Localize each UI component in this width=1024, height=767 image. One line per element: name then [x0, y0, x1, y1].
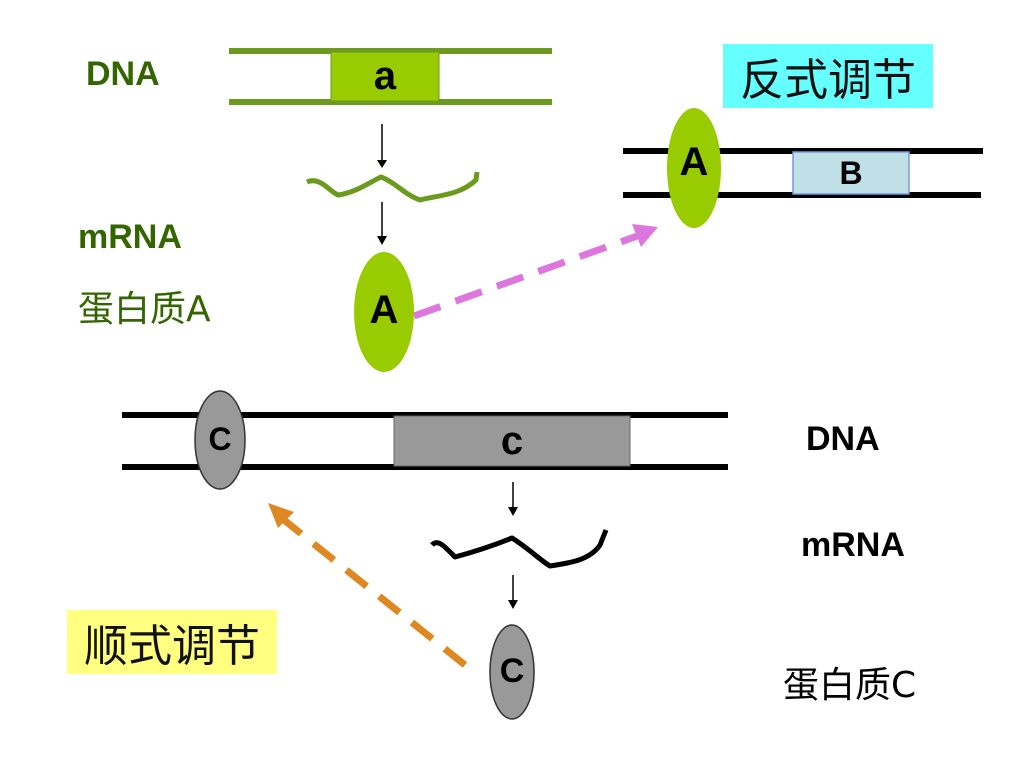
protein-a-label: 蛋白质A — [78, 280, 211, 332]
mrna-a-strand — [305, 171, 480, 203]
transcription-arrowhead-c — [508, 507, 518, 516]
reverse-regulation-arrowhead — [632, 224, 658, 247]
protein-a-label-text: 蛋白质A — [78, 289, 211, 330]
forward-regulation-arrowhead — [268, 503, 294, 528]
gene-c-box — [393, 415, 631, 467]
upper-mrna-label: mRNA — [78, 218, 182, 256]
mrna-c-strand — [430, 529, 609, 569]
forward-regulation-title: 顺式调节 — [67, 610, 277, 674]
translation-arrowhead-c — [508, 600, 518, 609]
gene-c-label: c — [500, 418, 524, 463]
bound-protein-c-glyph: C — [208, 421, 232, 457]
protein-a-glyph: A — [369, 288, 399, 332]
upper-dna-label: DNA — [86, 55, 160, 93]
upper-dna — [229, 48, 552, 105]
gene-a-label: a — [373, 54, 397, 98]
reverse-regulation-title: 反式调节 — [723, 44, 933, 108]
bound-protein-a-ellipse — [667, 108, 721, 228]
protein-c-glyph: C — [499, 652, 525, 690]
gene-a-box — [330, 51, 440, 102]
gene-b-box — [792, 151, 910, 195]
forward-regulation-dashed-arrow — [281, 517, 468, 668]
translation-arrowhead-a — [377, 236, 387, 245]
lower-mrna-label: mRNA — [801, 526, 905, 564]
protein-c-ellipse — [489, 624, 535, 720]
bound-protein-a-glyph: A — [679, 140, 709, 184]
gene-b-label: B — [839, 154, 863, 191]
protein-a-ellipse — [354, 252, 414, 372]
bound-protein-c-ellipse — [194, 390, 246, 490]
lower-dna — [122, 390, 728, 490]
target-dna — [623, 108, 983, 228]
protein-c-label: 蛋白质C — [783, 665, 917, 706]
reverse-regulation-dashed-arrow — [412, 231, 642, 320]
transcription-arrowhead-a — [377, 160, 387, 168]
lower-dna-label: DNA — [806, 420, 880, 458]
